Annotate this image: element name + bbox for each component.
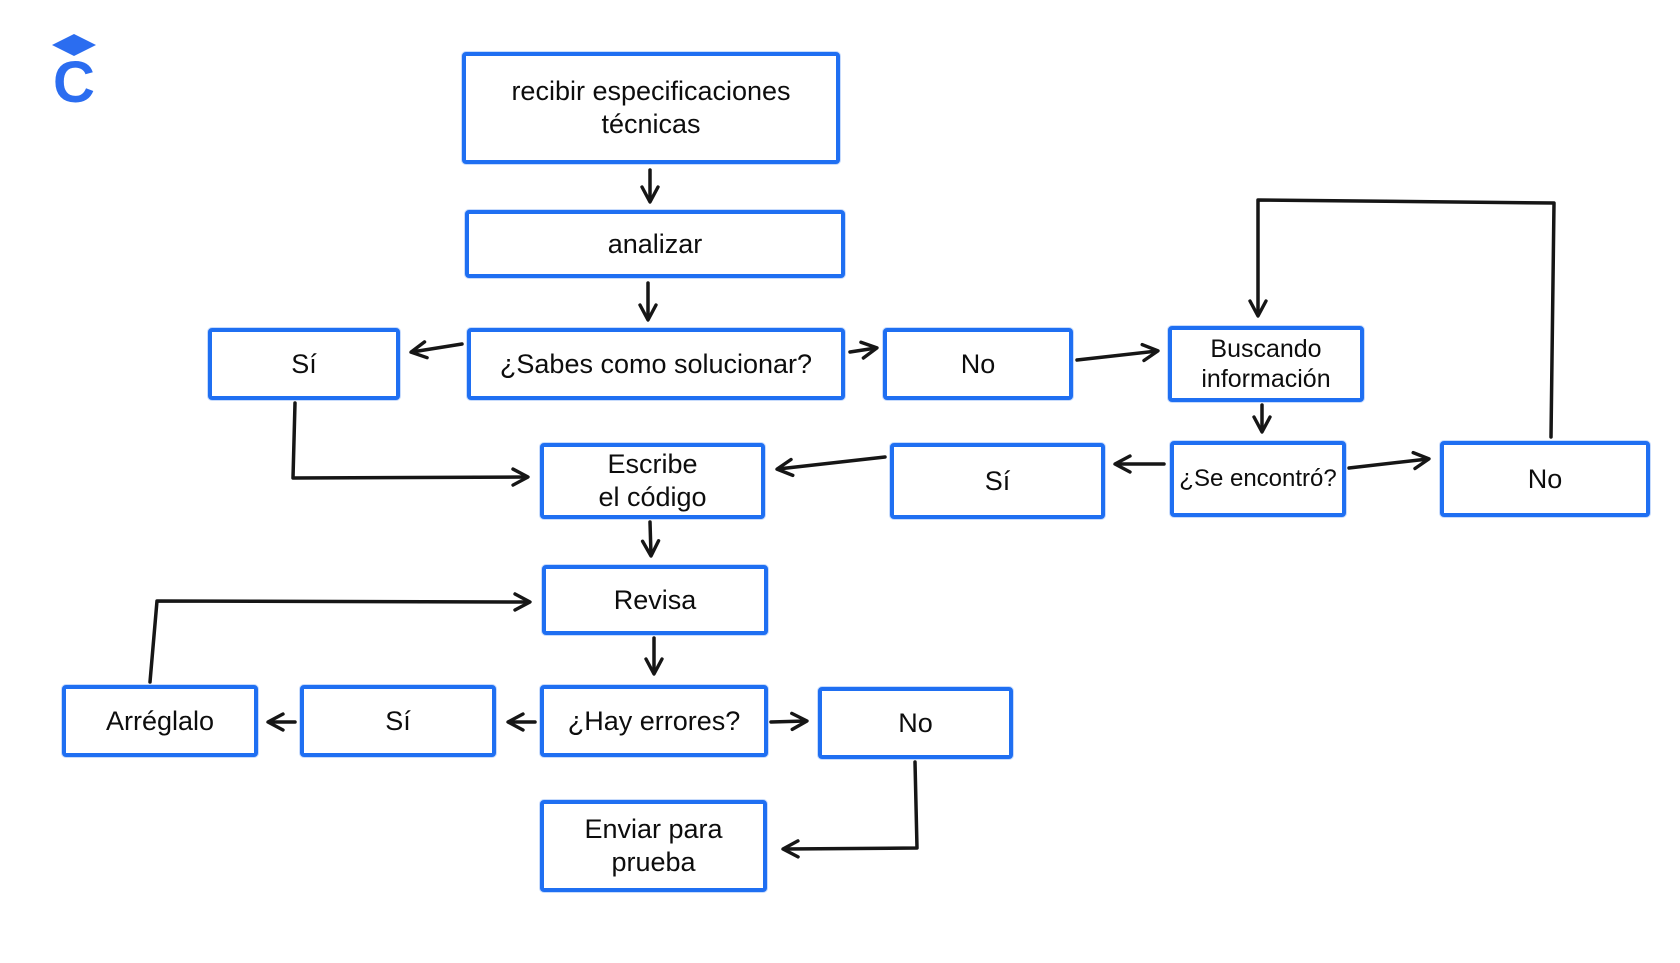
arrow-no-buscando [1075,342,1160,363]
node-buscando-informacion: Buscando información [1168,326,1364,402]
arrow-sabes-si [409,340,464,360]
node-analizar: analizar [465,210,845,278]
node-arreglalo: Arréglalo [62,685,258,757]
chegg-logo-icon: C [52,34,96,106]
arrow-arreglalo-revisa [148,592,532,684]
arrow-escribe-revisa [640,520,661,558]
node-si-solucionar: Sí [208,328,400,400]
node-no-errores: No [818,687,1013,759]
node-recibir-especificaciones: recibir especificaciones técnicas [462,52,840,164]
node-si-errores: Sí [300,685,496,757]
arrow-no-enviar [781,760,919,859]
node-enviar-para-prueba: Enviar para prueba [540,800,767,892]
node-se-encontro: ¿Se encontró? [1170,441,1346,517]
arrow-sabes-no [848,340,879,360]
node-revisa: Revisa [542,565,768,635]
node-sabes-como-solucionar: ¿Sabes como solucionar? [467,328,845,400]
node-si-encontro: Sí [890,443,1105,519]
arrow-si1-escribe [291,401,530,487]
node-no-encontro: No [1440,441,1650,517]
arrow-errores-no [769,711,809,732]
node-hay-errores: ¿Hay errores? [540,685,768,757]
node-escribe-el-codigo: Escribe el código [540,443,765,519]
node-no-solucionar: No [883,328,1073,400]
svg-text:C: C [53,50,95,106]
arrow-encontro-no [1347,450,1431,471]
arrow-si-escribe [775,455,887,478]
